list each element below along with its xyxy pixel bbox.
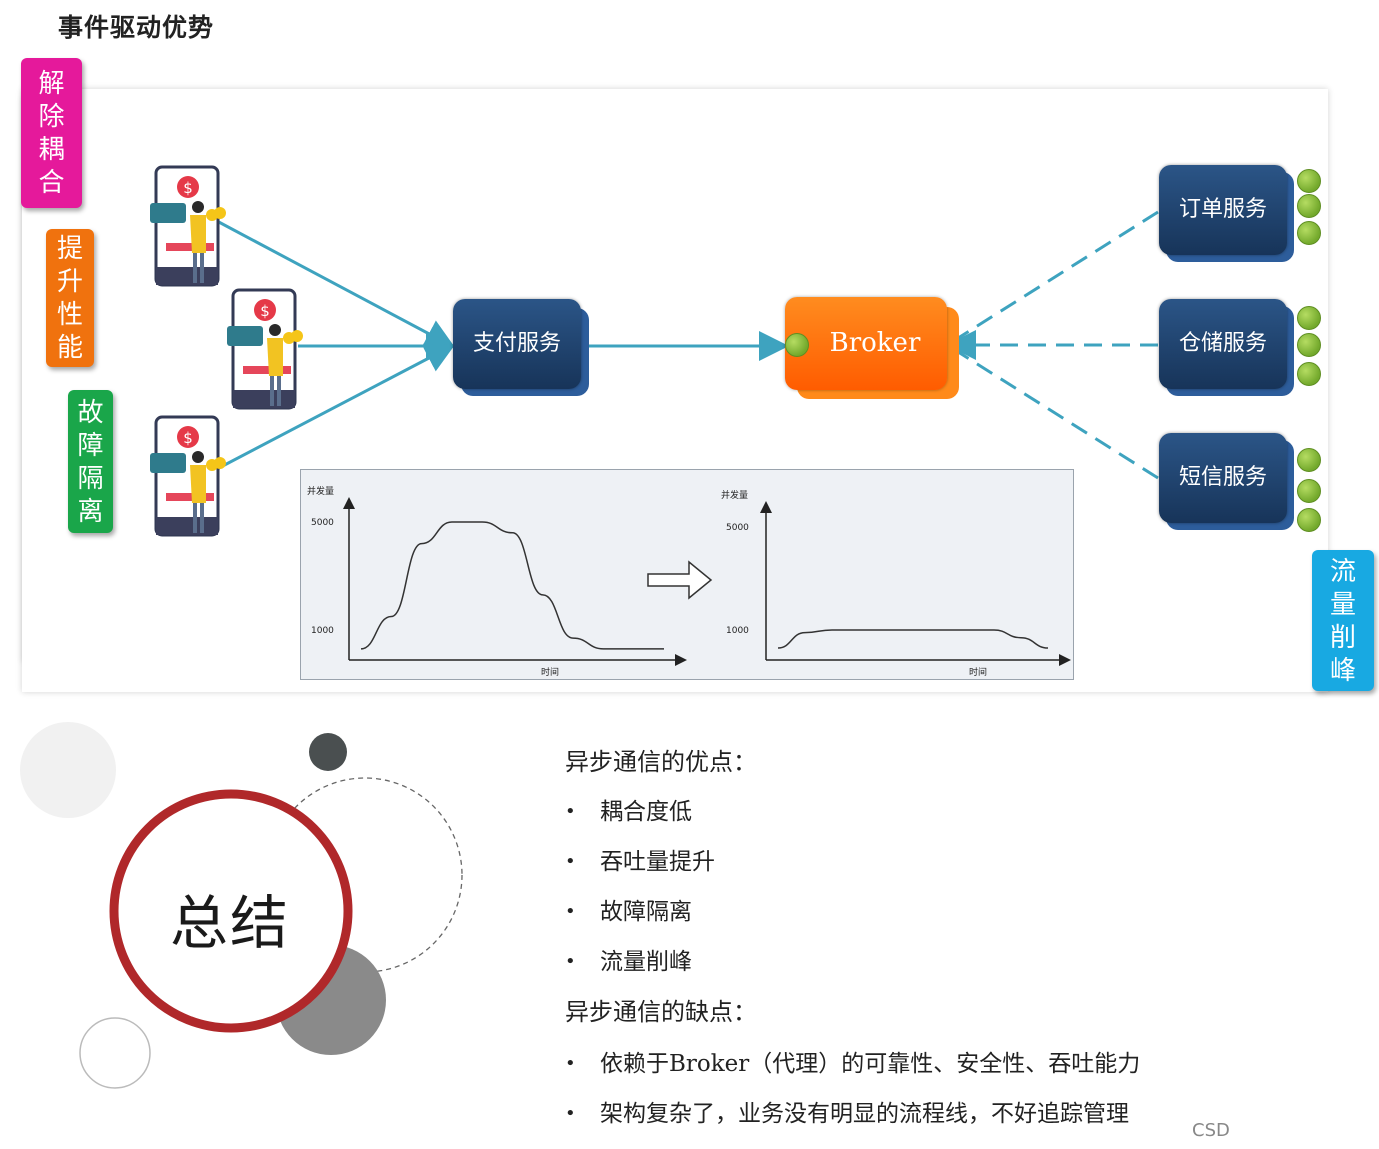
sms-instance-icon xyxy=(1297,508,1321,532)
light-gray-circle xyxy=(20,722,116,818)
y-tick-label: 1000 xyxy=(311,626,334,636)
bullet-icon: • xyxy=(565,945,576,979)
cons-item: •依赖于Broker（代理）的可靠性、安全性、吞吐能力 xyxy=(565,1047,1140,1097)
y-tick-label: 5000 xyxy=(726,523,749,533)
watermark: CSD xyxy=(1192,1120,1230,1141)
sms-dashed-line xyxy=(955,350,1158,478)
pros-item: •吞吐量提升 xyxy=(565,845,1140,895)
cons-item: •架构复杂了，业务没有明显的流程线，不好追踪管理 xyxy=(565,1097,1140,1147)
broker-port-icon xyxy=(785,333,809,357)
summary-list: 异步通信的优点： •耦合度低 •吞吐量提升 •故障隔离 •流量削峰 异步通信的缺… xyxy=(565,745,1140,1147)
summary-badge: 总结 xyxy=(170,876,290,960)
series-line xyxy=(361,522,664,649)
bullet-icon: • xyxy=(565,1097,576,1131)
y-tick-label: 5000 xyxy=(311,518,334,528)
storage-instance-icon xyxy=(1297,306,1321,330)
sms-instance-icon xyxy=(1297,479,1321,503)
sms-service-box: 短信服务 xyxy=(1159,433,1287,523)
broker-label: Broker xyxy=(812,328,921,358)
series-line xyxy=(778,630,1048,648)
payment-phone-icon: $ xyxy=(225,288,315,418)
svg-text:$: $ xyxy=(183,429,193,447)
sms-instance-icon xyxy=(1297,448,1321,472)
transform-arrow-icon xyxy=(648,562,711,598)
svg-text:$: $ xyxy=(183,179,193,197)
order-instance-icon xyxy=(1297,194,1321,218)
pros-item: •故障隔离 xyxy=(565,895,1140,945)
peak-shaving-charts: 并发量时间 5000 1000 并发量时间 5000 1000 xyxy=(300,469,1074,680)
dark-dot-circle xyxy=(309,733,347,771)
storage-instance-icon xyxy=(1297,362,1321,386)
bullet-icon: • xyxy=(565,895,576,929)
order-instance-icon xyxy=(1297,221,1321,245)
broker-box: Broker xyxy=(785,297,947,390)
svg-text:$: $ xyxy=(260,302,270,320)
order-instance-icon xyxy=(1297,169,1321,193)
y-axis-label: 并发量 xyxy=(307,485,334,497)
order-service-label: 订单服务 xyxy=(1179,197,1267,222)
bullet-icon: • xyxy=(565,1047,576,1081)
bullet-icon: • xyxy=(565,795,576,829)
order-service-box: 订单服务 xyxy=(1159,165,1287,255)
cons-heading: 异步通信的缺点： xyxy=(565,995,1140,1047)
x-axis-label: 时间 xyxy=(969,666,987,678)
payment-phone-icon: $ xyxy=(148,415,238,545)
y-axis-label: 并发量 xyxy=(721,489,748,501)
y-tick-label: 1000 xyxy=(726,626,749,636)
bullet-icon: • xyxy=(565,845,576,879)
payment-phone-icon: $ xyxy=(148,165,238,295)
payment-service-box: 支付服务 xyxy=(453,299,581,389)
x-axis-label: 时间 xyxy=(541,666,559,678)
order-dashed-line xyxy=(955,212,1158,340)
storage-service-box: 仓储服务 xyxy=(1159,299,1287,389)
payment-service-label: 支付服务 xyxy=(473,331,561,356)
outline-circle xyxy=(80,1018,150,1088)
sms-service-label: 短信服务 xyxy=(1179,465,1267,490)
pros-item: •耦合度低 xyxy=(565,795,1140,845)
pros-item: •流量削峰 xyxy=(565,945,1140,995)
pros-heading: 异步通信的优点： xyxy=(565,745,1140,795)
storage-instance-icon xyxy=(1297,333,1321,357)
storage-service-label: 仓储服务 xyxy=(1179,331,1267,356)
